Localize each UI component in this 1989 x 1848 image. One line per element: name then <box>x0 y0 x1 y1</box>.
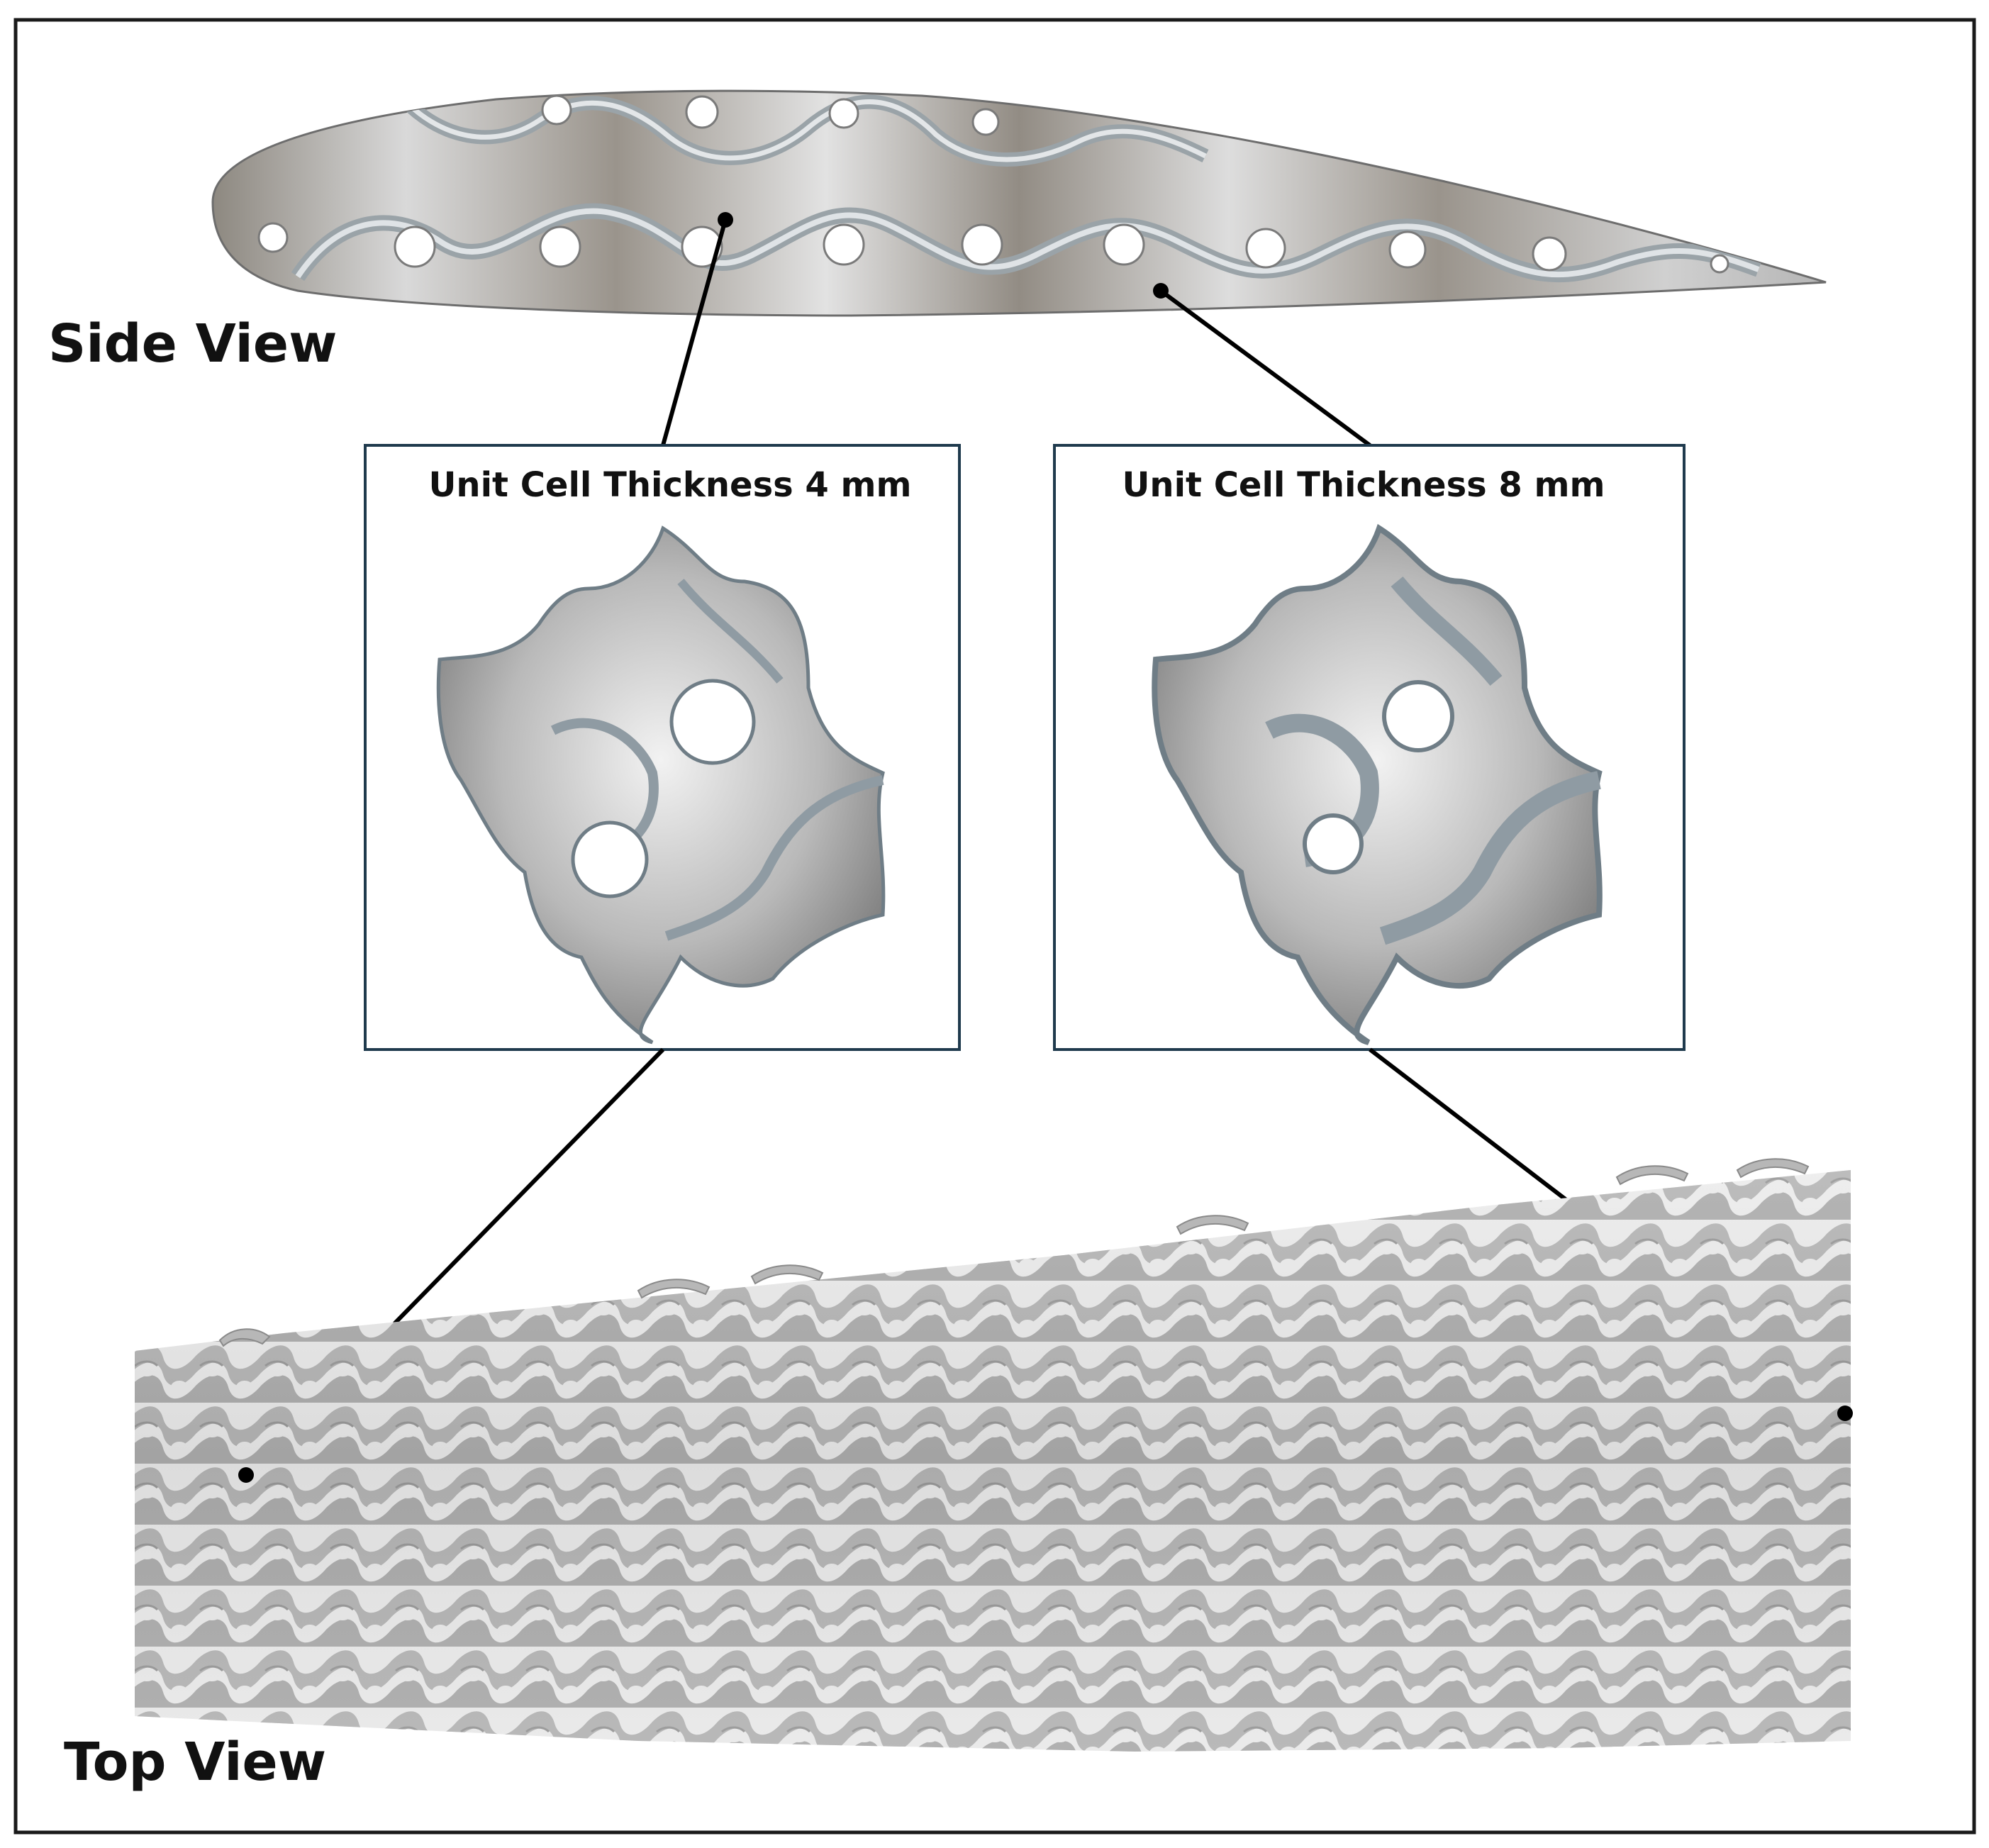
connector-side-to-box2 <box>1159 289 1371 447</box>
airfoil-holes <box>257 94 1729 274</box>
unit-cell-box-8mm: Unit Cell Thickness 8 mm <box>1053 444 1686 1051</box>
unit-cell-8mm-shape <box>1152 523 1603 1045</box>
top-view-label: Top View <box>64 1732 326 1793</box>
top-view-fragments <box>218 1158 1810 1347</box>
unit-cell-4mm-hole-2 <box>571 820 649 898</box>
top-view-lattice <box>135 1158 1853 1752</box>
unit-cell-8mm-hole-1 <box>1382 680 1454 752</box>
side-view-airfoil <box>211 89 1827 317</box>
unit-cell-4mm-hole-1 <box>669 679 756 765</box>
unit-cell-8mm-hole-2 <box>1303 813 1364 874</box>
top-view-marker-1 <box>238 1467 254 1483</box>
connector-side-to-box1 <box>661 219 728 446</box>
side-view-label: Side View <box>48 313 337 374</box>
unit-cell-4mm-title: Unit Cell Thickness 4 mm <box>428 465 911 505</box>
unit-cell-box-4mm: Unit Cell Thickness 4 mm <box>364 444 961 1051</box>
outer-frame <box>13 18 1976 1835</box>
unit-cell-8mm-title: Unit Cell Thickness 8 mm <box>1122 465 1605 505</box>
top-view-marker-2 <box>1837 1406 1853 1421</box>
unit-cell-4mm-shape <box>436 525 886 1045</box>
